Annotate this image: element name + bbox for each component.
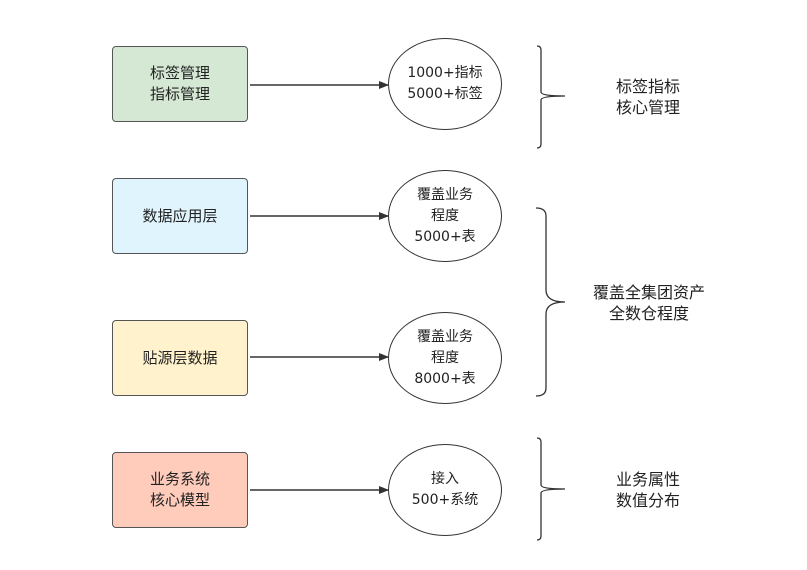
brace-top (536, 45, 566, 149)
box-line: 贴源层数据 (142, 348, 218, 367)
box-line: 业务系统 (149, 470, 210, 488)
brace-middle (535, 207, 566, 397)
note-line: 数值分布 (615, 491, 680, 510)
box-line: 核心模型 (149, 491, 210, 509)
box-line: 数据应用层 (142, 206, 218, 225)
box-line: 指标管理 (149, 85, 210, 103)
note-business-attribute-distribution: 业务属性 数值分布 (600, 469, 696, 511)
note-line: 标签指标 (615, 77, 680, 96)
ellipse-line: 程度 (431, 207, 459, 224)
source-coverage-ellipse: 覆盖业务 程度 8000+表 (388, 312, 502, 404)
ellipse-line: 接入 (431, 471, 459, 487)
system-access-ellipse: 接入 500+系统 (388, 444, 502, 536)
data-application-box: 数据应用层 (112, 178, 248, 254)
ellipse-line: 5000+标签 (407, 86, 483, 102)
ellipse-line: 500+系统 (411, 492, 479, 508)
ellipse-line: 程度 (431, 349, 459, 366)
note-group-asset-coverage: 覆盖全集团资产 全数仓程度 (580, 282, 718, 324)
source-data-box: 贴源层数据 (112, 320, 248, 396)
ellipse-line: 5000+表 (414, 228, 476, 245)
ellipse-line: 1000+指标 (407, 65, 483, 81)
app-coverage-ellipse: 覆盖业务 程度 5000+表 (388, 170, 502, 262)
note-tag-metric-management: 标签指标 核心管理 (600, 76, 696, 118)
box-line: 标签管理 (149, 64, 210, 82)
note-line: 核心管理 (615, 98, 680, 117)
brace-bottom (536, 437, 566, 541)
tag-management-box: 标签管理 指标管理 (112, 46, 248, 122)
ellipse-line: 8000+表 (414, 370, 476, 387)
metrics-tags-ellipse: 1000+指标 5000+标签 (388, 38, 502, 130)
note-line: 全数仓程度 (608, 304, 689, 323)
note-line: 业务属性 (615, 470, 680, 489)
note-line: 覆盖全集团资产 (592, 283, 705, 302)
ellipse-line: 覆盖业务 (417, 328, 473, 345)
ellipse-line: 覆盖业务 (417, 186, 473, 203)
business-system-box: 业务系统 核心模型 (112, 452, 248, 528)
